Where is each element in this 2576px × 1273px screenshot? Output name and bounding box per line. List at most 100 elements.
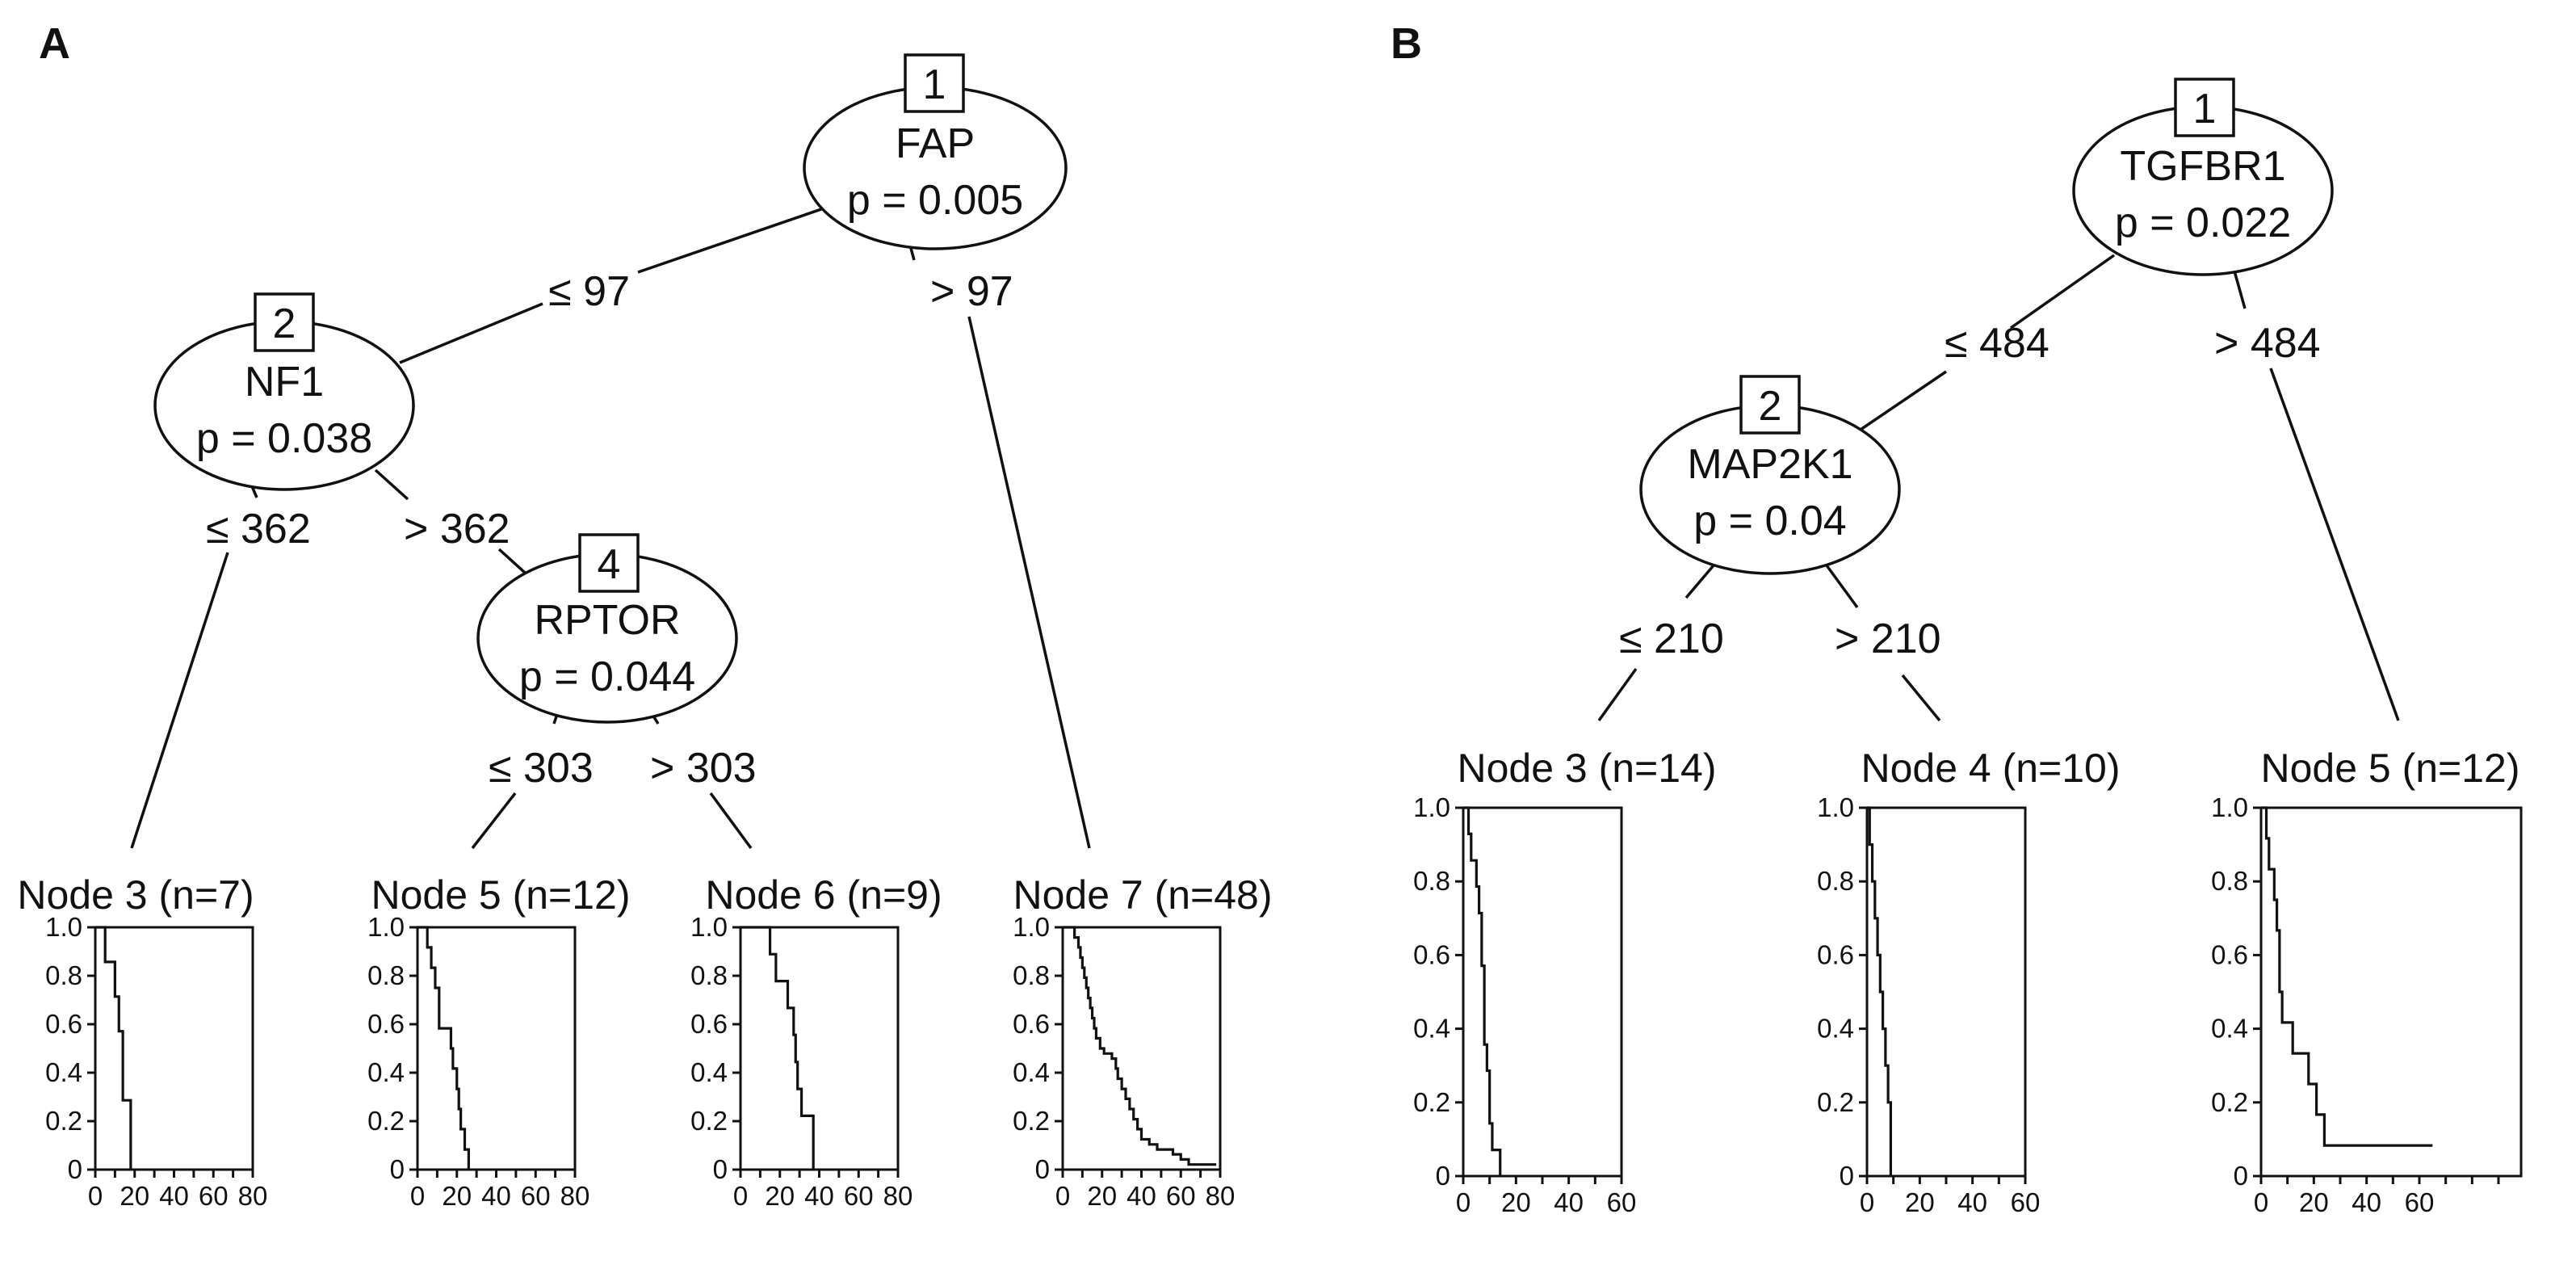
node-id-box: [1739, 375, 1801, 435]
panel-label-b: B: [1391, 19, 1422, 68]
y-tick-label: 0.4: [690, 1057, 728, 1087]
edge-a-1-left-upper: [637, 207, 824, 274]
edge-b-1-left-lower: [1852, 370, 1947, 436]
node-p-value: p = 0.038: [196, 415, 372, 462]
y-tick-label: 0.4: [45, 1057, 82, 1087]
edge-b-2-left-upper: [1684, 564, 1715, 599]
survival-curve: [95, 926, 132, 1170]
x-tick-label: 20: [1087, 1181, 1117, 1211]
y-tick-label: 0: [713, 1154, 728, 1184]
x-tick-label: 40: [481, 1181, 511, 1211]
x-tick-label: 0: [1055, 1181, 1070, 1211]
x-tick-label: 60: [199, 1181, 229, 1211]
y-tick-label: 0: [1436, 1161, 1450, 1191]
x-tick-label: 40: [2352, 1187, 2381, 1217]
y-tick-label: 0.6: [1817, 939, 1854, 969]
y-tick-label: 0.6: [690, 1009, 728, 1039]
split-label-a-2-right: > 362: [404, 506, 510, 552]
panel-a: A 1 FAP p = 0.005 2 NF1 p = 0.038: [17, 19, 1272, 1211]
edge-b-1-left-upper: [2009, 254, 2116, 330]
y-tick-label: 0.8: [2211, 866, 2248, 896]
x-tick-label: 0: [733, 1181, 748, 1211]
y-tick-label: 0.6: [2211, 939, 2248, 969]
x-tick-label: 20: [1501, 1187, 1531, 1217]
split-label-b-2-left: ≤ 210: [1619, 615, 1724, 662]
x-tick-label: 60: [2405, 1187, 2435, 1217]
y-tick-label: 1.0: [367, 912, 405, 942]
x-tick-label: 60: [2011, 1187, 2041, 1217]
x-tick-label: 60: [844, 1181, 874, 1211]
split-label-a-1-left: ≤ 97: [548, 268, 630, 315]
node-p-value: p = 0.022: [2115, 200, 2291, 246]
plot-frame: [2259, 806, 2523, 1178]
edge-a-2-left-lower: [130, 552, 229, 849]
node-id: 1: [923, 61, 946, 108]
x-tick-label: 0: [1456, 1187, 1471, 1217]
node-id-box: [2174, 78, 2235, 137]
x-tick-label: 80: [560, 1181, 590, 1211]
terminal-title: Node 3 (n=14): [1457, 746, 1716, 791]
inner-node-b-1: 1 TGFBR1 p = 0.022: [2072, 78, 2334, 276]
x-tick-label: 0: [1860, 1187, 1874, 1217]
x-tick-label: 40: [159, 1181, 189, 1211]
split-label-a-4-left: ≤ 303: [489, 745, 594, 792]
node-id-box: [254, 292, 315, 352]
inner-node-a-1: 1 FAP p = 0.005: [803, 53, 1068, 250]
plot-frame: [739, 926, 900, 1171]
y-tick-label: 0.4: [1013, 1057, 1050, 1087]
y-tick-label: 0.6: [367, 1009, 405, 1039]
node-variable: MAP2K1: [1687, 441, 1852, 488]
edge-a-1-right-lower: [967, 316, 1091, 849]
node-variable: FAP: [896, 120, 975, 167]
survival-curve: [2261, 806, 2433, 1147]
x-tick-label: 20: [1905, 1187, 1935, 1217]
split-label-a-2-left: ≤ 362: [206, 506, 311, 552]
y-tick-label: 0.8: [1013, 960, 1050, 990]
y-tick-label: 0.2: [1013, 1106, 1050, 1136]
y-tick-label: 0.4: [2211, 1014, 2248, 1044]
x-tick-label: 0: [2254, 1187, 2268, 1217]
edge-b-2-right-lower: [1901, 674, 1941, 722]
node-p-value: p = 0.04: [1693, 498, 1846, 544]
y-tick-label: 0.8: [367, 960, 405, 990]
x-tick-label: 20: [765, 1181, 795, 1211]
terminal-title: Node 3 (n=7): [17, 872, 254, 918]
x-tick-label: 20: [2299, 1187, 2329, 1217]
edge-b-2-right-upper: [1825, 564, 1859, 609]
x-tick-label: 20: [120, 1181, 149, 1211]
y-tick-label: 0.8: [45, 960, 82, 990]
edge-b-1-right-upper: [2232, 267, 2247, 309]
node-id-box: [904, 53, 965, 113]
x-tick-label: 60: [1607, 1187, 1637, 1217]
edge-a-4-left-lower: [471, 792, 517, 850]
x-tick-label: 0: [410, 1181, 425, 1211]
y-tick-label: 0.8: [1817, 866, 1854, 896]
y-tick-label: 0: [1840, 1161, 1854, 1191]
inner-node-a-2: 2 NF1 p = 0.038: [153, 292, 415, 491]
terminal-title: Node 7 (n=48): [1013, 872, 1272, 918]
y-tick-label: 0: [2234, 1161, 2248, 1191]
inner-node-b-2: 2 MAP2K1 p = 0.04: [1639, 375, 1901, 575]
x-tick-label: 40: [1957, 1187, 1987, 1217]
panel-label-a: A: [39, 19, 70, 68]
y-tick-label: 0.6: [1413, 939, 1450, 969]
node-id-box: [578, 533, 640, 593]
inner-node-a-4: 4 RPTOR p = 0.044: [476, 533, 738, 724]
x-tick-label: 0: [88, 1181, 103, 1211]
split-label-b-2-right: > 210: [1835, 615, 1941, 662]
x-tick-label: 80: [238, 1181, 268, 1211]
y-tick-label: 0.2: [1817, 1087, 1854, 1117]
terminal-title: Node 6 (n=9): [705, 872, 942, 918]
y-tick-label: 0.4: [367, 1057, 405, 1087]
node-variable: NF1: [245, 359, 324, 405]
x-tick-label: 80: [883, 1181, 913, 1211]
plot-frame: [1462, 806, 1623, 1178]
panel-b: B 1 TGFBR1 p = 0.022 2 MAP2K1 p = 0.04 ≤…: [1391, 19, 2523, 1217]
y-tick-label: 1.0: [690, 912, 728, 942]
split-label-b-1-right: > 484: [2214, 320, 2321, 367]
